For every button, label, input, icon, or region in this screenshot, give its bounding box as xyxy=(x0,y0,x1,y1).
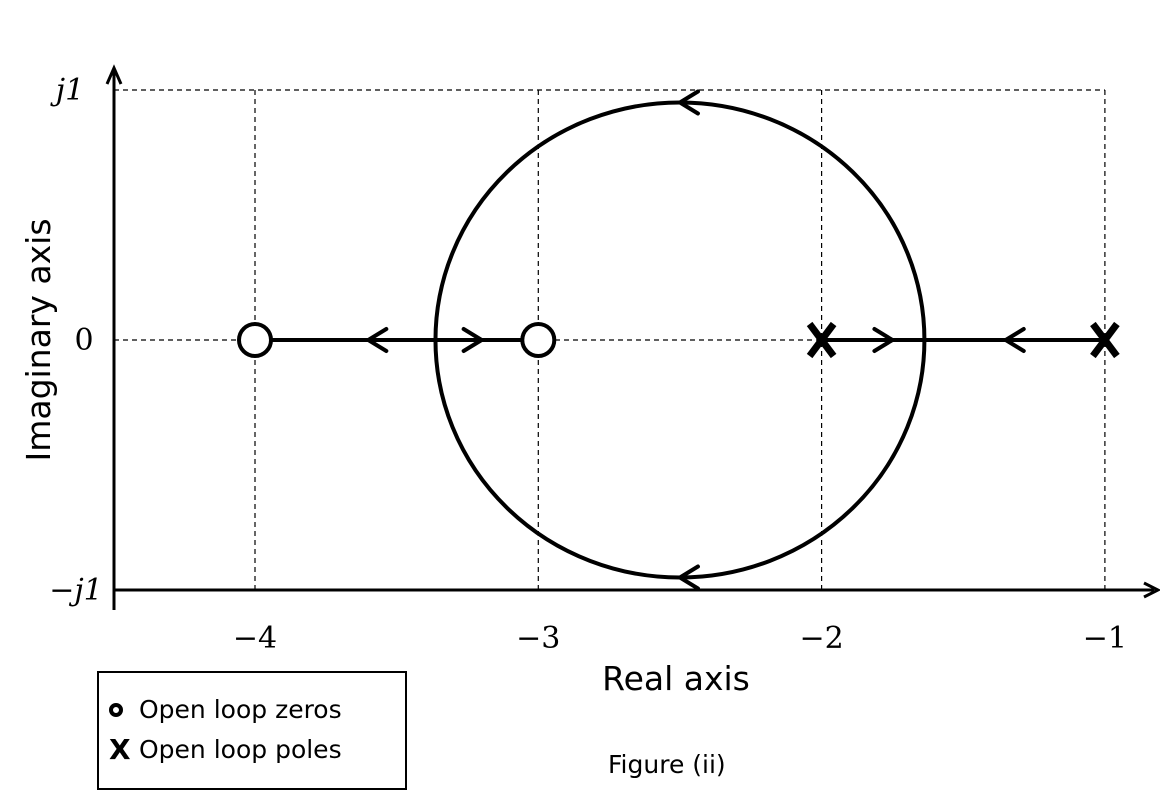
legend: Open loop zeros X Open loop poles xyxy=(97,671,407,790)
locus-branches xyxy=(255,100,1105,580)
arrow-left xyxy=(677,89,700,116)
y-tick-label: 0 xyxy=(74,323,93,358)
axes xyxy=(105,64,1160,610)
y-tick-label: −j1 xyxy=(49,573,103,608)
pole-stroke xyxy=(806,321,837,359)
arrow-left xyxy=(366,327,389,353)
zero-marker xyxy=(237,322,273,358)
zero-marker xyxy=(520,322,557,358)
arrow-left xyxy=(1003,327,1026,353)
legend-label-poles: Open loop poles xyxy=(139,735,342,764)
y-axis-label: Imaginary axis xyxy=(19,218,58,461)
y-tick-label: j1 xyxy=(50,73,84,108)
x-tick-label: −1 xyxy=(1083,621,1127,656)
pole-marker xyxy=(1090,321,1120,359)
pole-marker-icon: X xyxy=(109,732,131,766)
legend-label-zeros: Open loop zeros xyxy=(139,695,342,724)
y-axis-arrowhead xyxy=(105,64,123,85)
legend-item-zeros: Open loop zeros xyxy=(109,695,342,724)
pole-stroke xyxy=(1090,321,1120,359)
x-tick-label: −3 xyxy=(516,621,560,656)
pole-zero-markers xyxy=(237,321,1120,359)
zero-marker-icon xyxy=(109,702,139,717)
legend-item-poles: X Open loop poles xyxy=(109,735,342,764)
arrow-left xyxy=(677,564,700,591)
figure-caption: Figure (ii) xyxy=(608,750,726,779)
pole-marker xyxy=(806,321,837,359)
arrow-right xyxy=(872,327,895,353)
x-tick-label: −2 xyxy=(799,621,843,656)
x-axis-arrowhead xyxy=(1143,581,1160,599)
x-axis-label: Real axis xyxy=(602,659,750,698)
x-tick-label: −4 xyxy=(233,621,277,656)
arrow-right xyxy=(461,327,484,353)
tick-labels: −4 −3 −2 −1 j1 0 −j1 xyxy=(49,73,1127,656)
direction-arrows xyxy=(366,89,1026,591)
